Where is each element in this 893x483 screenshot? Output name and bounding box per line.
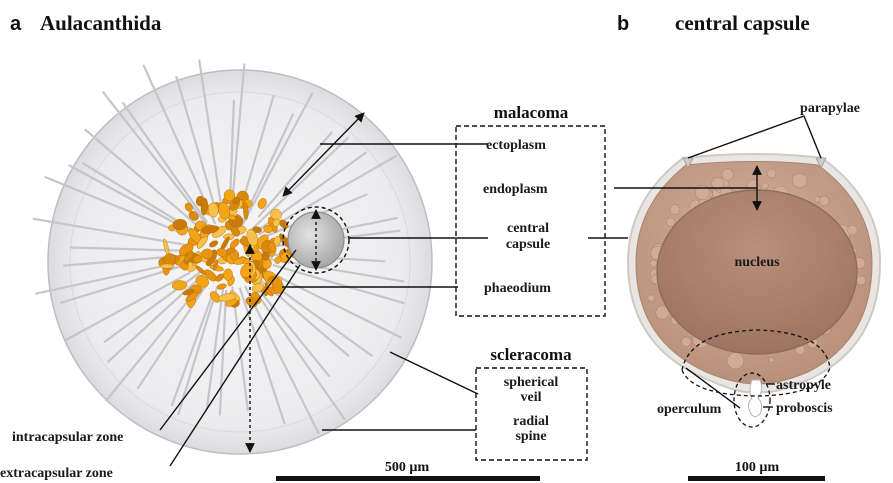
- scale-bar-b: [688, 476, 825, 481]
- label-spherical-veil-1: spherical: [504, 375, 559, 390]
- scale-label-b: 100 µm: [735, 460, 780, 475]
- label-central-capsule-1: central: [507, 221, 549, 236]
- vesicle: [670, 205, 680, 215]
- vesicle: [857, 276, 866, 285]
- vesicle: [769, 358, 774, 363]
- vesicle: [650, 260, 657, 267]
- central-capsule-illustration: [628, 154, 880, 417]
- spherical-veil-leader: [390, 352, 478, 394]
- vesicle: [767, 169, 776, 178]
- panel-a-letter: a: [10, 13, 22, 35]
- vesicle: [648, 295, 655, 302]
- vesicle: [848, 225, 858, 235]
- group-title-malacoma: malacoma: [494, 103, 569, 122]
- vesicle: [682, 337, 691, 346]
- vesicle: [727, 353, 743, 369]
- label-intracapsular-zone: intracapsular zone: [12, 430, 123, 445]
- vesicle: [819, 196, 829, 206]
- vesicle: [762, 183, 768, 189]
- label-central-capsule-2: capsule: [506, 237, 550, 252]
- proboscis-shape: [748, 380, 761, 417]
- vesicle: [666, 218, 675, 227]
- label-extracapsular-zone: extracapsular zone: [0, 466, 113, 481]
- panel-b-letter: b: [617, 13, 629, 35]
- label-endoplasm: endoplasm: [483, 182, 548, 197]
- label-nucleus: nucleus: [734, 255, 780, 270]
- label-radial-spine-2: spine: [515, 429, 546, 444]
- parapylae-leader: [688, 116, 821, 158]
- label-astropyle: astropyle: [776, 378, 831, 393]
- panel-a-title: Aulacanthida: [40, 11, 162, 35]
- scale-label-a: 500 µm: [385, 460, 430, 475]
- label-parapylae: parapylae: [800, 101, 860, 116]
- phaeodium-granule: [160, 264, 174, 269]
- aulacanthida-illustration: [34, 61, 432, 455]
- panel-b-title: central capsule: [675, 11, 810, 35]
- label-radial-spine-1: radial: [513, 414, 549, 429]
- label-operculum: operculum: [657, 402, 722, 417]
- label-spherical-veil-2: veil: [521, 390, 542, 405]
- group-title-scleracoma: scleracoma: [490, 345, 572, 364]
- vesicle: [722, 169, 734, 181]
- label-proboscis: proboscis: [776, 401, 833, 416]
- vesicle: [792, 173, 807, 188]
- label-phaeodium: phaeodium: [484, 281, 551, 296]
- scale-bar-a: [276, 476, 540, 481]
- label-ectoplasm: ectoplasm: [486, 138, 546, 153]
